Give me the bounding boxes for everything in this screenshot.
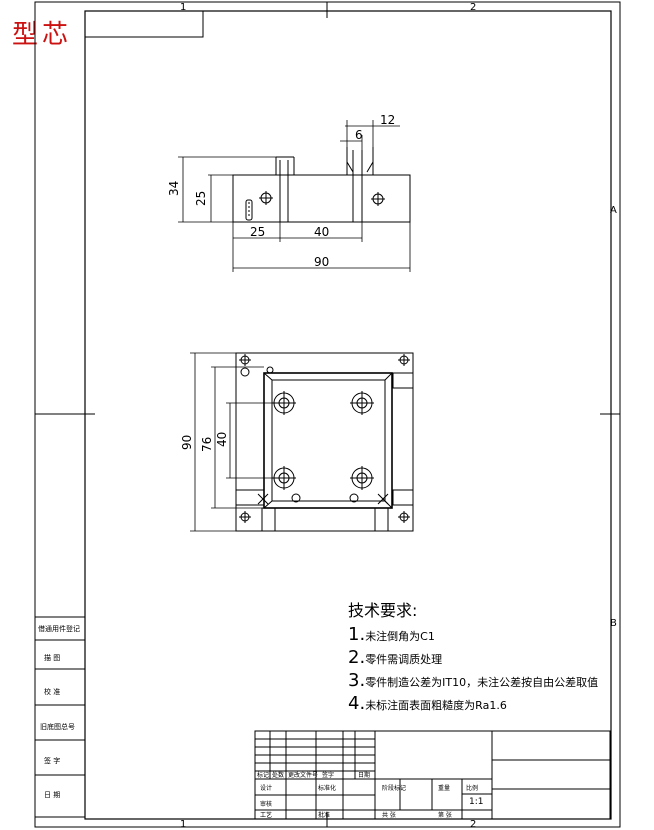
front-dim-labels: 34 25 6 12 25 40 90 xyxy=(167,113,395,269)
side-label: 旧底图总号 xyxy=(40,722,75,731)
tb-approve: 批准 xyxy=(318,811,330,819)
requirement-number: 3. xyxy=(348,670,366,691)
requirement-4: 4.未标注面表面粗糙度为Ra1.6 xyxy=(348,693,507,714)
tb-check: 审核 xyxy=(260,800,272,808)
dim-34: 34 xyxy=(167,181,181,196)
zone-1-bottom: 1 xyxy=(180,819,186,830)
tb-sheet: 第 张 xyxy=(438,811,452,819)
zone-b: B xyxy=(610,618,617,629)
requirement-3: 3.零件制造公差为IT10，未注公差按自由公差取值 xyxy=(348,670,598,691)
tb-scale: 1:1 xyxy=(469,797,483,807)
side-label: 借通用件登记 xyxy=(38,624,80,633)
zone-a: A xyxy=(610,205,617,216)
part-title-stamp: 型芯 xyxy=(12,20,73,50)
side-label: 描 图 xyxy=(44,653,60,662)
tb-weight: 重量 xyxy=(438,784,450,792)
dim-6: 6 xyxy=(355,128,363,142)
zone-2-top: 2 xyxy=(470,2,476,13)
dim-40-width: 40 xyxy=(314,225,329,239)
tb-scale-label: 比例 xyxy=(466,784,478,792)
dim-90-width: 90 xyxy=(314,255,329,269)
side-column xyxy=(34,616,86,818)
tb-count: 处数 xyxy=(272,771,284,779)
tb-design: 设计 xyxy=(260,784,272,792)
requirement-2: 2.零件需调质处理 xyxy=(348,647,442,668)
requirement-number: 4. xyxy=(348,693,366,714)
dim-76: 76 xyxy=(200,437,214,452)
tb-date: 日期 xyxy=(358,771,370,779)
outer-border xyxy=(34,1,621,828)
requirement-number: 1. xyxy=(348,624,366,645)
dim-40-height: 40 xyxy=(215,432,229,447)
side-label: 签 字 xyxy=(44,756,60,765)
requirement-text: 未标注面表面粗糙度为Ra1.6 xyxy=(365,699,507,712)
requirement-number: 2. xyxy=(348,647,366,668)
front-view xyxy=(232,147,411,223)
dim-25-height: 25 xyxy=(194,191,208,206)
requirement-text: 未注倒角为C1 xyxy=(365,630,435,643)
requirement-text: 零件需调质处理 xyxy=(365,653,443,666)
dim-25-width: 25 xyxy=(250,225,265,239)
requirement-text: 零件制造公差为IT10，未注公差按自由公差取值 xyxy=(365,676,599,689)
tb-stage: 阶段标记 xyxy=(382,784,406,792)
tb-sheets: 共 张 xyxy=(382,811,396,819)
tb-change-doc: 更改文件号 xyxy=(288,771,318,779)
zone-2-bottom: 2 xyxy=(470,819,476,830)
tb-standard: 标准化 xyxy=(318,784,336,792)
requirements-heading: 技术要求: xyxy=(348,601,418,620)
side-label: 校 准 xyxy=(44,687,60,696)
tb-mark: 标记 xyxy=(257,771,269,779)
title-block-labels: 标记 处数 更改文件号 签字 日期 设计 标准化 审核 工艺 批准 阶段标记 重… xyxy=(257,771,478,819)
dim-90-height: 90 xyxy=(180,435,194,450)
tb-sign: 签字 xyxy=(322,771,334,779)
front-dimensions xyxy=(178,120,411,272)
zone-1-top: 1 xyxy=(180,2,186,13)
requirement-1: 1.未注倒角为C1 xyxy=(348,624,435,645)
side-labels: 借通用件登记 描 图 校 准 旧底图总号 签 字 日 期 xyxy=(38,624,80,799)
tb-process: 工艺 xyxy=(260,811,272,819)
corner-box xyxy=(84,10,204,38)
dim-12: 12 xyxy=(380,113,395,127)
side-label: 日 期 xyxy=(44,791,60,799)
plan-view xyxy=(235,352,414,532)
title-block xyxy=(254,730,611,820)
plan-dim-labels: 90 76 40 xyxy=(180,432,229,452)
plan-dimensions xyxy=(190,352,272,532)
